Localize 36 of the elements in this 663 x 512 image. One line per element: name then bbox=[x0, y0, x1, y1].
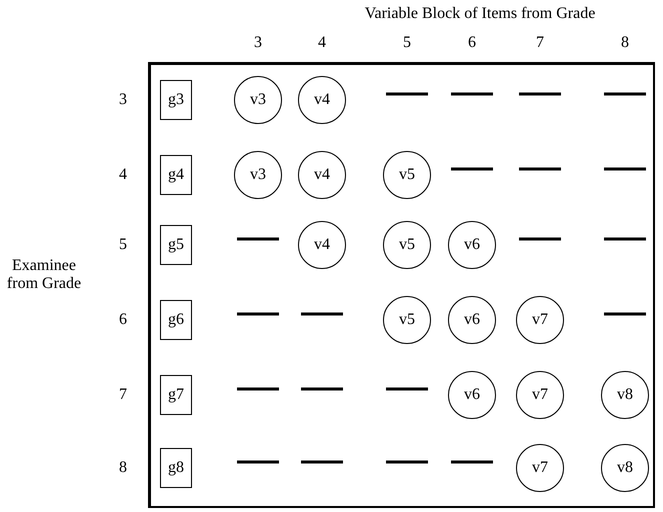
item-block-circle: v5 bbox=[383, 221, 431, 269]
item-block-circle: v4 bbox=[298, 221, 346, 269]
column-number: 6 bbox=[468, 34, 476, 52]
grade-square: g3 bbox=[160, 80, 192, 120]
column-number: 8 bbox=[621, 34, 629, 52]
item-block-circle: v7 bbox=[516, 444, 564, 492]
item-block-circle: v5 bbox=[383, 296, 431, 344]
grade-square: g5 bbox=[160, 225, 192, 265]
item-block-circle: v4 bbox=[298, 76, 346, 124]
column-number: 3 bbox=[254, 34, 262, 52]
row-number: 3 bbox=[119, 91, 127, 109]
column-number: 5 bbox=[403, 34, 411, 52]
column-heading: Variable Block of Items from Grade bbox=[364, 5, 596, 23]
item-block-circle: v8 bbox=[601, 371, 649, 419]
column-number: 4 bbox=[318, 34, 326, 52]
item-block-circle: v4 bbox=[298, 151, 346, 199]
item-block-circle: v3 bbox=[234, 76, 282, 124]
item-block-circle: v6 bbox=[448, 296, 496, 344]
grade-square: g6 bbox=[160, 300, 192, 340]
item-block-circle: v5 bbox=[383, 151, 431, 199]
row-number: 4 bbox=[119, 166, 127, 184]
row-number: 8 bbox=[119, 459, 127, 477]
column-number: 7 bbox=[536, 34, 544, 52]
item-block-circle: v3 bbox=[234, 151, 282, 199]
grade-square: g4 bbox=[160, 155, 192, 195]
item-block-circle: v6 bbox=[448, 221, 496, 269]
item-block-circle: v7 bbox=[516, 371, 564, 419]
row-number: 6 bbox=[119, 311, 127, 329]
row-number: 5 bbox=[119, 236, 127, 254]
item-block-circle: v7 bbox=[516, 296, 564, 344]
row-number: 7 bbox=[119, 386, 127, 404]
grade-square: g7 bbox=[160, 375, 192, 415]
item-block-circle: v8 bbox=[601, 444, 649, 492]
row-heading: Examinee from Grade bbox=[6, 257, 82, 293]
item-block-circle: v6 bbox=[448, 371, 496, 419]
grade-square: g8 bbox=[160, 448, 192, 488]
